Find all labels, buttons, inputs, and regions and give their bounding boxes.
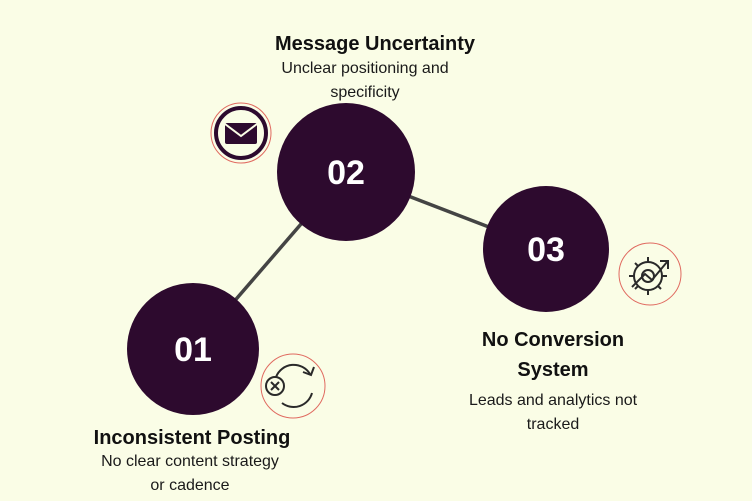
step-02-description: Unclear positioning and specificity (215, 57, 515, 105)
step-01-title: Inconsistent Posting (93, 427, 291, 449)
step-03-description-line-1: Leads and analytics not (468, 392, 638, 409)
step-02-title: Message Uncertainty (274, 33, 476, 55)
step-03-node: 03 (483, 186, 609, 312)
step-03-number: 03 (527, 231, 565, 269)
step-01-number: 01 (174, 331, 212, 369)
step-01-description-line-1: No clear content strategy (101, 453, 279, 470)
step-02-description-line-1: Unclear positioning and (281, 60, 449, 77)
refresh-cancel-icon (260, 353, 326, 419)
step-02-description-line-2: specificity (330, 84, 400, 101)
step-03-description-line-2: tracked (526, 416, 580, 433)
step-03-title: No Conversion System (403, 325, 703, 385)
step-01-description: No clear content strategy or cadence (40, 450, 340, 498)
step-03-title-line-1: No Conversion (481, 329, 625, 351)
step-03-title-line-2: System (517, 359, 589, 381)
step-01-description-line-2: or cadence (150, 477, 230, 494)
step-02-number: 02 (327, 154, 365, 192)
envelope-icon (210, 102, 272, 164)
step-03-description: Leads and analytics not tracked (403, 389, 703, 437)
step-02-node: 02 (277, 103, 415, 241)
step-01-node: 01 (127, 283, 259, 415)
gear-growth-icon (618, 242, 682, 306)
